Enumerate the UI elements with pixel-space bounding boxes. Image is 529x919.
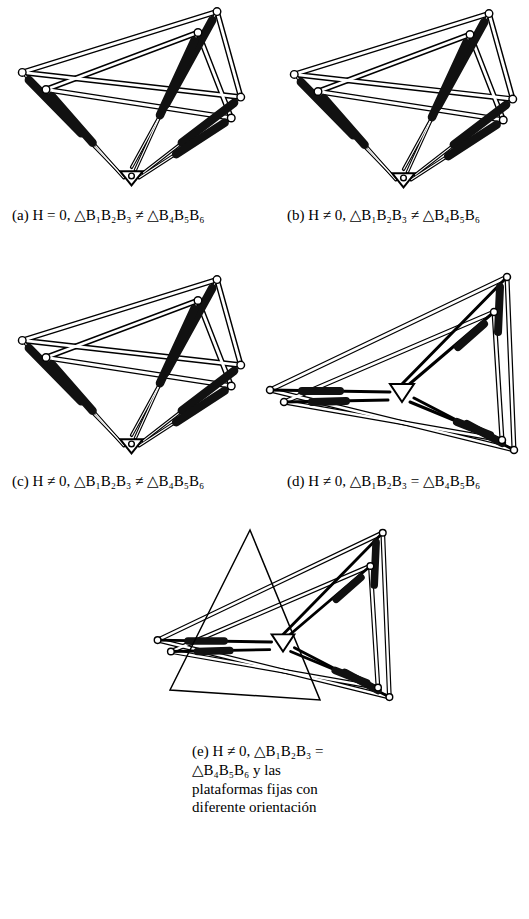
mechanism-c [18, 276, 244, 454]
mechanism-a [18, 8, 244, 186]
rotated-frame [170, 530, 320, 700]
subfigure-caption: (b) H ≠ 0, △B₁B₂B₃ ≠ △B₄B₅B₆ [287, 206, 522, 225]
subfigure-caption: (a) H = 0, △B₁B₂B₃ ≠ △B₄B₅B₆ [12, 206, 247, 225]
subfigure-caption: (e) H ≠ 0, △B₁B₂B₃ = △B₄B₅B₆ y las plata… [192, 742, 342, 817]
mechanism-b [290, 10, 516, 188]
mechanism-e [154, 529, 392, 700]
subfigure-caption: (d) H ≠ 0, △B₁B₂B₃ = △B₄B₅B₆ [287, 472, 522, 491]
mechanism-d [267, 274, 518, 454]
subfigure-caption: (c) H ≠ 0, △B₁B₂B₃ ≠ △B₄B₅B₆ [12, 472, 247, 491]
